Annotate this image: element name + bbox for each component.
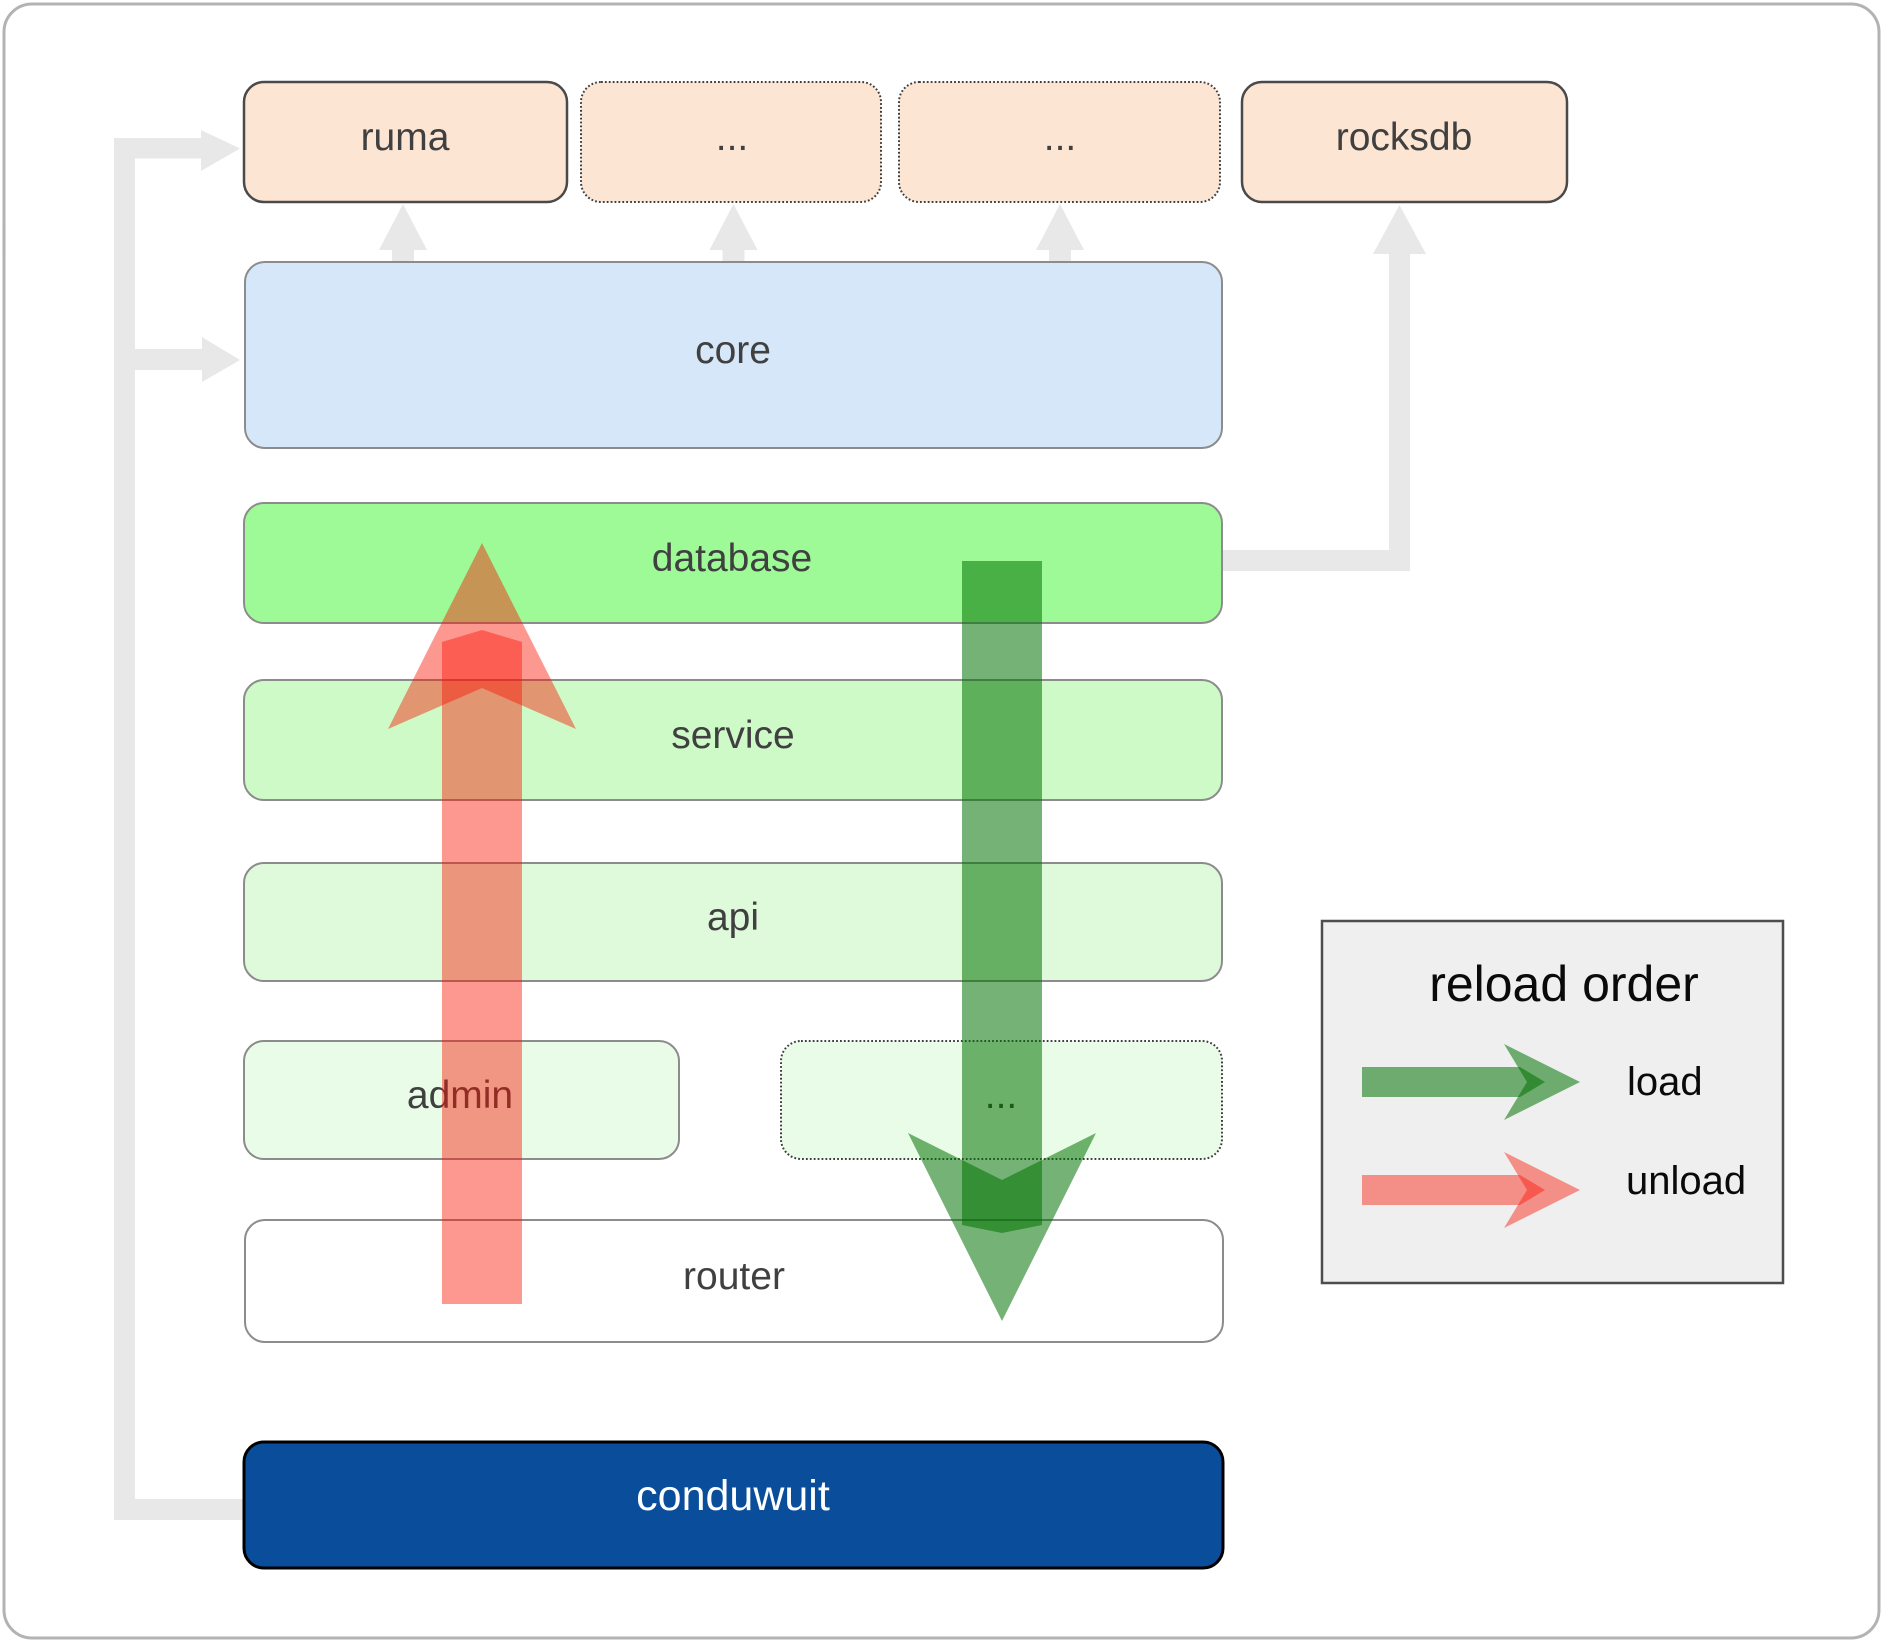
svg-text:router: router	[683, 1255, 785, 1298]
svg-text:service: service	[671, 714, 795, 757]
svg-text:rocksdb: rocksdb	[1336, 116, 1473, 159]
svg-text:conduwuit: conduwuit	[636, 1472, 830, 1520]
svg-text:reload order: reload order	[1429, 956, 1699, 1012]
svg-text:admin: admin	[407, 1074, 513, 1117]
svg-text:core: core	[695, 329, 771, 372]
svg-text:...: ...	[716, 116, 749, 159]
svg-text:ruma: ruma	[361, 116, 450, 159]
svg-text:database: database	[652, 537, 812, 580]
svg-text:api: api	[707, 896, 759, 939]
svg-text:...: ...	[1044, 116, 1077, 159]
svg-text:load: load	[1627, 1060, 1703, 1104]
svg-text:unload: unload	[1626, 1159, 1746, 1203]
